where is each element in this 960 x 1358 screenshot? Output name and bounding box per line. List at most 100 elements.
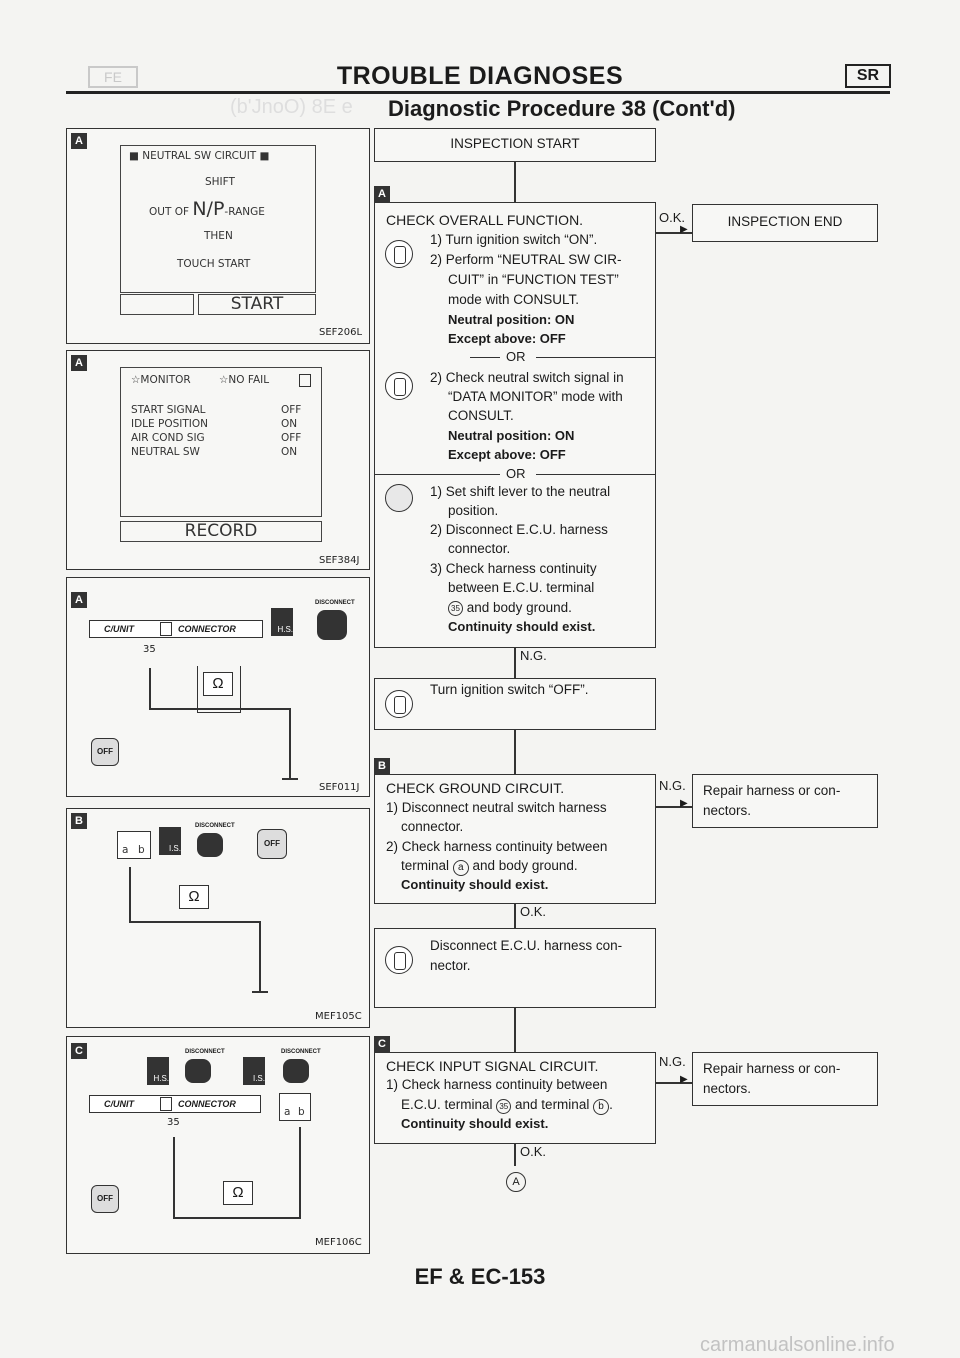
row-label: AIR COND SIG bbox=[131, 432, 205, 444]
panel-input-signal: C H.S. DISCONNECT I.S. DISCONNECT C/UNIT… bbox=[66, 1036, 370, 1254]
flow-connector bbox=[514, 162, 516, 202]
repair-box: Repair harness or con- nectors. bbox=[692, 1052, 878, 1106]
watermark: carmanualsonline.info bbox=[700, 1334, 895, 1356]
check1b-step: 2) Check neutral switch signal in bbox=[430, 370, 624, 385]
inspection-start-box: INSPECTION START bbox=[374, 128, 656, 162]
ohmmeter: Ω bbox=[223, 1181, 253, 1205]
panel-continuity-check: A C/UNIT CONNECTOR H.S. DISCONNECT 35 Ω … bbox=[66, 577, 370, 797]
probe-lead bbox=[173, 1217, 301, 1219]
or-label: OR bbox=[506, 466, 526, 481]
term-b: b bbox=[138, 844, 145, 856]
probe-lead bbox=[129, 921, 259, 923]
consult-screen: ■ NEUTRAL SW CIRCUIT ■ SHIFT OUT OF N/P-… bbox=[120, 145, 316, 293]
check1c-step: 35 and body ground. bbox=[448, 600, 572, 616]
check2-step: 2) Check harness continuity between bbox=[386, 839, 608, 854]
step-tag-c: C bbox=[71, 1043, 87, 1059]
screen-line1: SHIFT bbox=[205, 176, 235, 188]
screen-line3: THEN bbox=[204, 230, 233, 242]
check-ground-circuit-box bbox=[374, 774, 656, 904]
ng-label: N.G. bbox=[659, 778, 686, 793]
flow-connector bbox=[514, 904, 516, 928]
check2-step: connector. bbox=[401, 819, 464, 834]
disconnect-text: Disconnect E.C.U. harness con- bbox=[430, 938, 623, 953]
section-badge-right: SR bbox=[845, 64, 891, 88]
probe-lead bbox=[173, 1137, 175, 1217]
cunit-connector: C/UNIT CONNECTOR bbox=[89, 1095, 261, 1113]
ghost-subtitle: (b'JnoO) 8E e bbox=[230, 96, 353, 118]
check1-step2: 2) Perform “NEUTRAL SW CIR- bbox=[430, 252, 622, 267]
check3-step: E.C.U. terminal 35 and terminal b. bbox=[401, 1097, 613, 1115]
monitor-screen: ☆MONITOR ☆NO FAIL START SIGNAL OFF IDLE … bbox=[120, 367, 322, 517]
panel-data-monitor: A ☆MONITOR ☆NO FAIL START SIGNAL OFF IDL… bbox=[66, 350, 370, 570]
ohmmeter: Ω bbox=[203, 672, 233, 696]
ignition-off-icon: OFF bbox=[91, 1185, 119, 1213]
check3-step: 1) Check harness continuity between bbox=[386, 1077, 608, 1092]
check-overall-function-box bbox=[374, 202, 656, 648]
figure-ref: MEF105C bbox=[315, 1011, 362, 1022]
is-sensor-icon: I.S. bbox=[159, 827, 181, 855]
or-rule-left bbox=[470, 357, 500, 358]
flow-connector bbox=[656, 232, 692, 234]
ground-symbol bbox=[252, 991, 268, 993]
pin-number: 35 bbox=[143, 644, 156, 655]
row-value: OFF bbox=[281, 432, 302, 444]
probe-lead bbox=[129, 867, 131, 921]
pin-number: 35 bbox=[167, 1117, 180, 1128]
row-value: OFF bbox=[281, 404, 302, 416]
repair-text: Repair harness or con- bbox=[703, 1061, 841, 1076]
page-title: TROUBLE DIAGNOSES bbox=[336, 62, 624, 90]
meter-body bbox=[197, 666, 241, 713]
or-rule-right bbox=[536, 474, 656, 475]
flow-connector bbox=[514, 1008, 516, 1052]
hs-sensor-icon: H.S. bbox=[271, 608, 293, 636]
checkbox[interactable] bbox=[299, 374, 311, 387]
check1c-spec: Continuity should exist. bbox=[448, 619, 596, 634]
check1b-spec: Except above: OFF bbox=[448, 447, 566, 462]
section-badge-left: FE bbox=[88, 66, 138, 88]
ok-label: O.K. bbox=[520, 1144, 547, 1159]
term-b: b bbox=[298, 1106, 305, 1118]
disconnect-plug-icon bbox=[197, 833, 223, 857]
terminal-circle: b bbox=[593, 1099, 610, 1115]
disconnect-label: DISCONNECT bbox=[281, 1049, 321, 1055]
terminal-circle: 35 bbox=[448, 601, 463, 616]
disconnect-label: DISCONNECT bbox=[185, 1049, 225, 1055]
screen-line4: TOUCH START bbox=[177, 258, 251, 270]
start-button[interactable]: START bbox=[198, 294, 316, 315]
figure-ref: SEF011J bbox=[319, 782, 360, 793]
ignition-key-icon bbox=[385, 690, 413, 718]
or-label: OR bbox=[506, 349, 526, 364]
check1c-step: connector. bbox=[448, 541, 511, 556]
disconnect-label: DISCONNECT bbox=[195, 823, 235, 829]
row-value: ON bbox=[281, 418, 298, 430]
check1-step1: 1) Turn ignition switch “ON”. bbox=[430, 232, 598, 247]
check3-spec: Continuity should exist. bbox=[401, 1116, 549, 1131]
flow-connector bbox=[514, 1144, 516, 1166]
screen-title: ■ NEUTRAL SW CIRCUIT ■ bbox=[129, 150, 270, 162]
figure-ref: SEF384J bbox=[319, 555, 360, 566]
check1c-step: 2) Disconnect E.C.U. harness bbox=[430, 522, 608, 537]
nofail-label: ☆NO FAIL bbox=[219, 374, 270, 386]
disconnect-text: nector. bbox=[430, 958, 471, 973]
blank-button[interactable] bbox=[120, 294, 194, 315]
page-number: EF & EC-153 bbox=[414, 1264, 546, 1289]
check2-step: 1) Disconnect neutral switch harness bbox=[386, 800, 607, 815]
probe-lead bbox=[149, 708, 289, 710]
repair-text: Repair harness or con- bbox=[703, 783, 841, 798]
arrow-right: ▶ bbox=[680, 224, 688, 235]
row-label: START SIGNAL bbox=[131, 404, 206, 416]
turn-off-text: Turn ignition switch “OFF”. bbox=[430, 682, 589, 697]
repair-box: Repair harness or con- nectors. bbox=[692, 774, 878, 828]
is-sensor-icon: I.S. bbox=[243, 1057, 265, 1085]
page-subtitle: Diagnostic Procedure 38 (Cont'd) bbox=[388, 96, 736, 121]
header-rule bbox=[66, 91, 890, 94]
figure-ref: MEF106C bbox=[315, 1237, 362, 1248]
ng-label: N.G. bbox=[520, 648, 547, 663]
probe-lead bbox=[149, 668, 151, 708]
flow-connector bbox=[656, 806, 692, 808]
disconnect-plug-icon bbox=[317, 610, 347, 640]
probe-lead bbox=[259, 921, 261, 991]
record-button[interactable]: RECORD bbox=[120, 521, 322, 542]
check1-title: CHECK OVERALL FUNCTION. bbox=[386, 212, 584, 228]
check1-spec: Neutral position: ON bbox=[448, 312, 575, 327]
